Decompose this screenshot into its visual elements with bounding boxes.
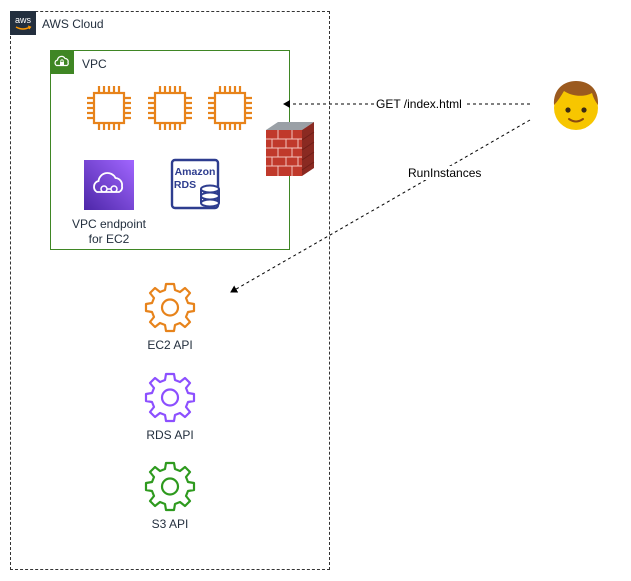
ec2-instance-icon [87, 86, 131, 130]
vpc-lock-icon [50, 50, 74, 74]
http-request-label: GET /index.html [374, 97, 464, 111]
rds-api-label: RDS API [146, 428, 194, 442]
aws-cloud-label: AWS Cloud [42, 17, 104, 31]
aws-cloud-group [10, 11, 330, 570]
ec2-instance-icon [148, 86, 192, 130]
vpc-endpoint-label: VPC endpoint for EC2 [59, 217, 159, 247]
ec2-instance-icon [208, 86, 252, 130]
vpc-endpoint-label-line1: VPC endpoint [71, 217, 147, 231]
firewall-icon [266, 122, 315, 176]
ec2-api-label: EC2 API [147, 338, 193, 352]
api-call-arrow [230, 119, 531, 293]
vpc-endpoint-icon [84, 160, 134, 210]
aws-logo-icon: aws [10, 11, 36, 35]
rds-api-gear-icon [144, 372, 196, 423]
svg-text:Amazon: Amazon [175, 166, 216, 178]
vpc-endpoint-label-line2: for EC2 [88, 232, 130, 246]
amazon-rds-icon: Amazon RDS [170, 158, 220, 210]
svg-text:aws: aws [15, 15, 32, 25]
s3-api-gear-icon [144, 461, 196, 512]
user-icon [553, 81, 599, 130]
s3-api-label: S3 API [151, 517, 189, 531]
svg-text:RDS: RDS [174, 179, 196, 191]
api-call-label: RunInstances [406, 166, 484, 180]
ec2-api-gear-icon [144, 282, 196, 333]
vpc-label: VPC [82, 57, 107, 71]
